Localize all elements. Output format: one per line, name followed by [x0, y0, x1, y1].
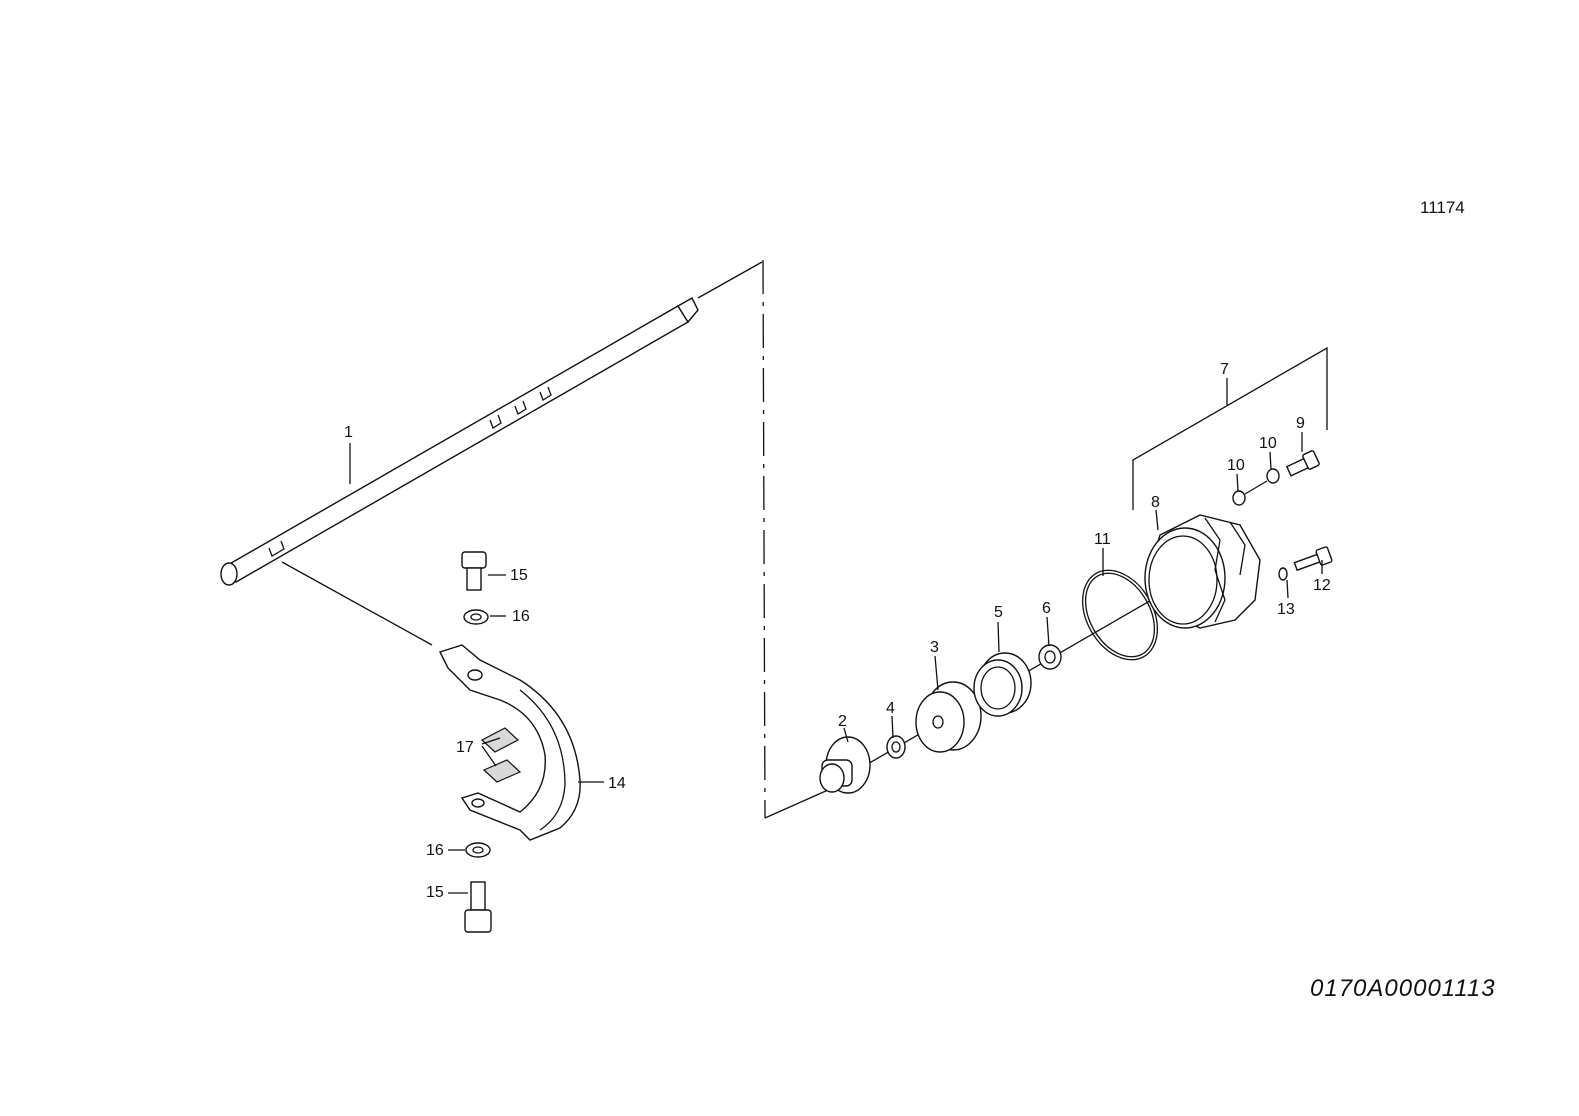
callout-12: 12: [1313, 577, 1331, 594]
callout-10-lower: 10: [1227, 457, 1245, 474]
callout-4: 4: [886, 700, 895, 717]
part-number: 0170A00001113: [1310, 975, 1496, 1002]
leader-rod-top: [697, 261, 763, 299]
upper-bolt: [461, 551, 487, 591]
reference-line: [762, 259, 766, 819]
piston: [915, 681, 982, 753]
small-washer: [886, 735, 906, 759]
callout-15-lower: 15: [426, 884, 444, 901]
callout-15-upper: 15: [510, 567, 528, 584]
callout-2: 2: [838, 713, 847, 730]
callout-6: 6: [1042, 600, 1051, 617]
callout-16-upper: 16: [512, 608, 530, 625]
bracket-7: [1132, 346, 1328, 510]
callout-8: 8: [1151, 494, 1160, 511]
slide-shoes: [480, 727, 522, 783]
callout-1: 1: [344, 424, 353, 441]
washer-13: [1278, 567, 1288, 581]
lower-bolt: [464, 881, 492, 933]
callout-14: 14: [608, 775, 626, 792]
washer-10-lower: [1232, 490, 1246, 506]
callout-10-upper: 10: [1259, 435, 1277, 452]
callout-3: 3: [930, 639, 939, 656]
upper-washer: [463, 609, 489, 625]
leader-reference-bottom: [764, 789, 829, 819]
callout-17: 17: [456, 739, 474, 756]
callout-16-lower: 16: [426, 842, 444, 859]
shift-fork: [439, 644, 581, 841]
lower-washer: [465, 842, 491, 858]
sleeve: [973, 652, 1032, 717]
nut: [1038, 644, 1062, 670]
bolt-9: [1285, 450, 1320, 477]
callout-11: 11: [1094, 531, 1111, 548]
callout-13: 13: [1277, 601, 1295, 618]
plug: [819, 736, 871, 794]
bolt-12: [1293, 546, 1333, 572]
housing-cover: [1144, 514, 1261, 629]
callout-9: 9: [1296, 415, 1305, 432]
washer-10-upper: [1266, 468, 1280, 484]
callout-7: 7: [1220, 361, 1229, 378]
shift-rod: [220, 297, 699, 586]
drawing-number: 11174: [1420, 198, 1465, 217]
callout-5: 5: [994, 604, 1003, 621]
leader-rod-fork: [281, 561, 433, 646]
